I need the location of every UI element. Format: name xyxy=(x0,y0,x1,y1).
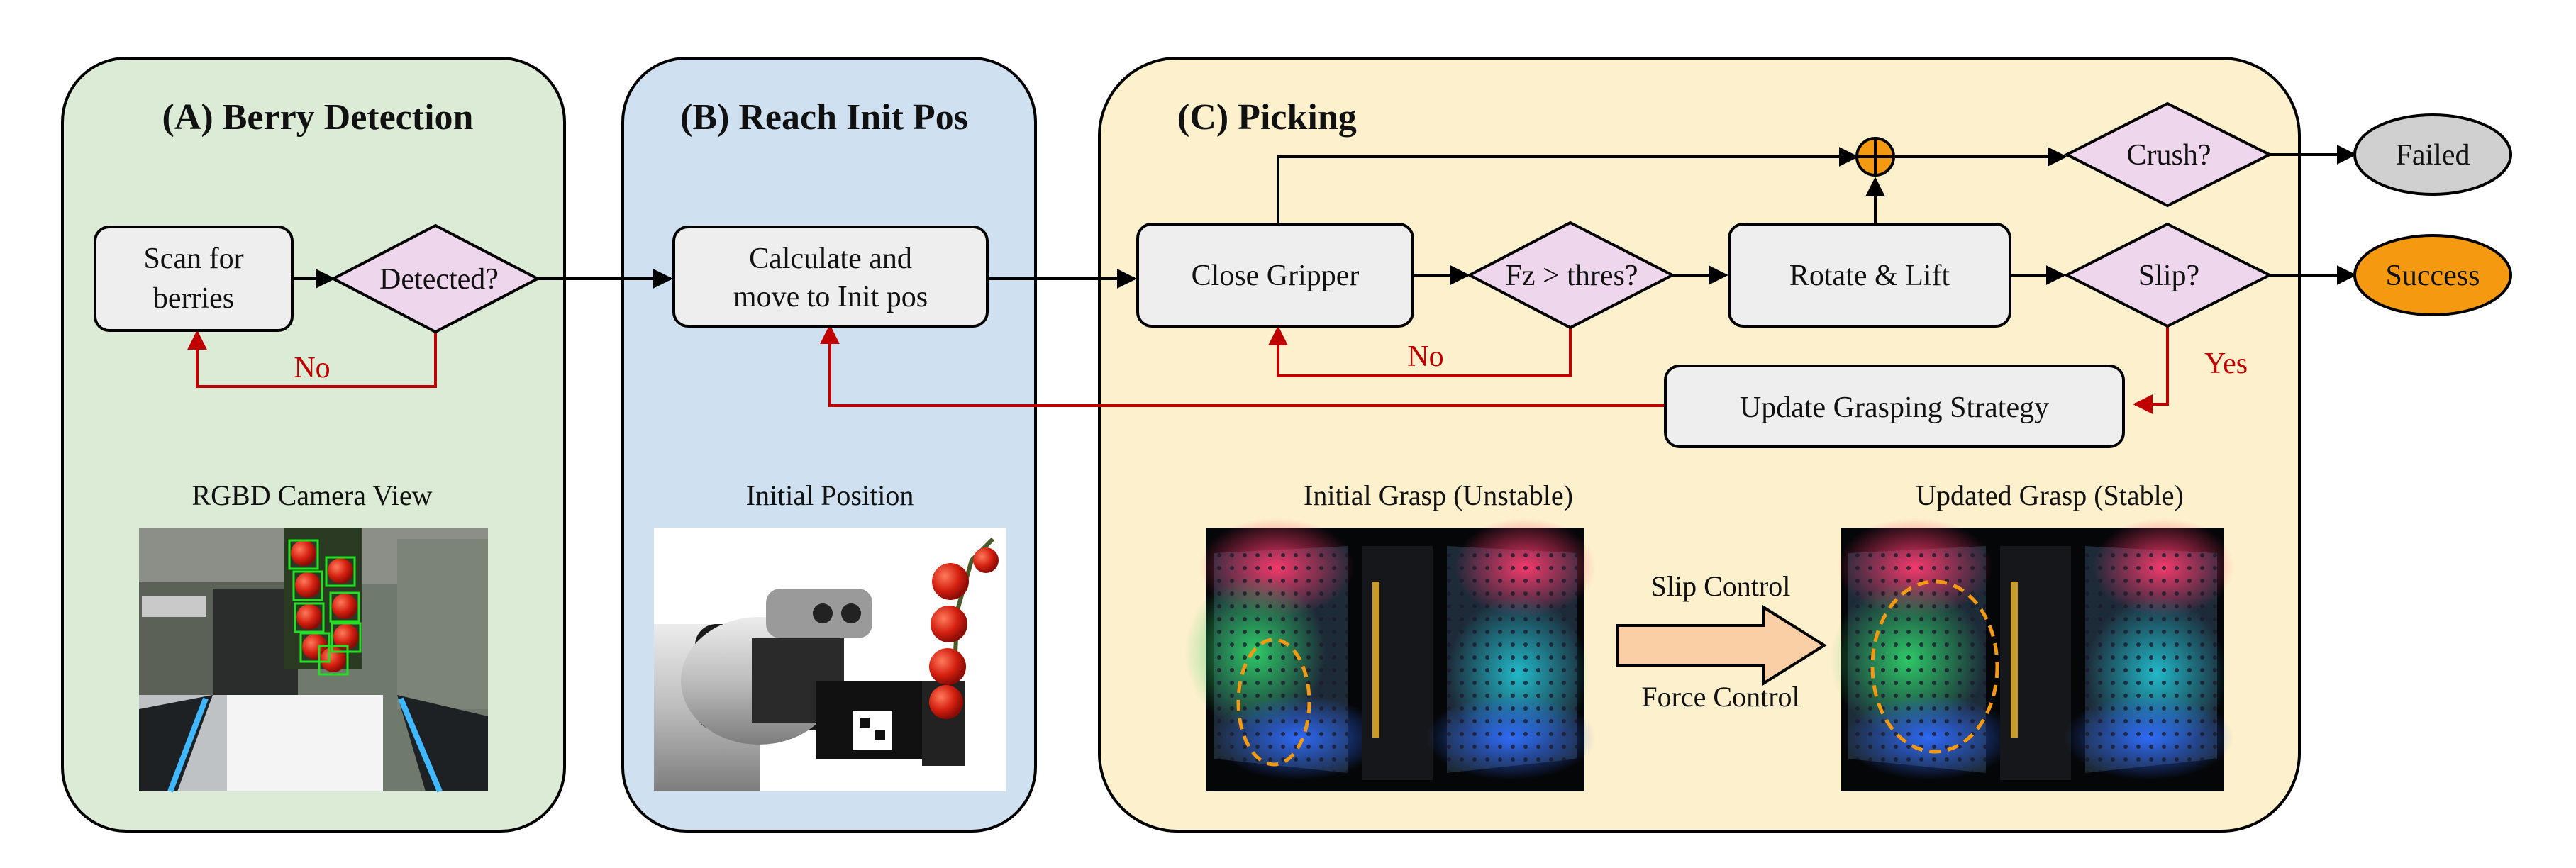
edge-fz-no-loop xyxy=(1268,326,1572,377)
no-label-panel-c: No xyxy=(1407,340,1443,373)
scan-for-berries-node xyxy=(94,226,294,332)
initial-grasp-caption: Initial Grasp (Unstable) xyxy=(1304,479,1573,511)
updated-grasp-caption: Updated Grasp (Stable) xyxy=(1916,479,2184,511)
rgbd-caption: RGBD Camera View xyxy=(191,479,432,511)
calculate-init-pos-node xyxy=(672,226,989,328)
crush-decision xyxy=(2063,101,2273,208)
close-gripper-label: Close Gripper xyxy=(1192,260,1360,292)
yes-label: Yes xyxy=(2204,347,2248,380)
update-grasping-strategy-node xyxy=(1664,365,2125,448)
calculate-node-line2: move to Init pos xyxy=(733,281,928,313)
calculate-node-line1: Calculate and xyxy=(749,243,912,275)
edge-slip-yes-to-update xyxy=(2133,326,2169,414)
failed-terminal xyxy=(2353,113,2512,196)
panel-a-title: (A) Berry Detection xyxy=(162,97,474,138)
failed-label: Failed xyxy=(2396,139,2470,172)
close-gripper-node xyxy=(1136,223,1414,328)
no-label-panel-a: No xyxy=(294,352,330,384)
control-transition-arrow xyxy=(1616,604,1827,686)
initial-position-caption: Initial Position xyxy=(746,479,914,511)
scan-node-line1: Scan for xyxy=(143,243,243,275)
edge-update-to-calculate xyxy=(820,324,1665,407)
scan-node-line2: berries xyxy=(153,282,234,315)
edge-close-to-sum xyxy=(1277,147,1859,224)
slip-decision xyxy=(2063,222,2273,328)
rotate-lift-label: Rotate & Lift xyxy=(1789,260,1950,292)
slip-label: Slip? xyxy=(2138,260,2199,292)
updated-grasp-tactile-image xyxy=(1830,518,2234,791)
rgbd-camera-image xyxy=(139,528,488,793)
crush-label: Crush? xyxy=(2127,139,2211,172)
success-terminal xyxy=(2353,234,2512,316)
rotate-lift-node xyxy=(1728,223,2011,328)
edge-detected-no-loop xyxy=(187,326,437,388)
panel-b-title: (B) Reach Init Pos xyxy=(680,97,968,138)
detected-decision xyxy=(330,223,541,334)
initial-grasp-tactile-image xyxy=(1184,518,1596,791)
panel-c-title: (C) Picking xyxy=(1177,97,1357,138)
force-control-label: Force Control xyxy=(1641,681,1799,713)
update-strategy-label: Update Grasping Strategy xyxy=(1740,391,2049,424)
fz-threshold-decision xyxy=(1466,221,1676,330)
slip-control-label: Slip Control xyxy=(1651,570,1791,602)
stable-contact-marker xyxy=(1870,579,1999,754)
unstable-contact-marker xyxy=(1236,638,1311,767)
success-label: Success xyxy=(2386,260,2480,292)
initial-position-image xyxy=(654,528,1006,791)
detected-label: Detected? xyxy=(379,263,499,296)
fz-threshold-label: Fz > thres? xyxy=(1506,260,1638,292)
